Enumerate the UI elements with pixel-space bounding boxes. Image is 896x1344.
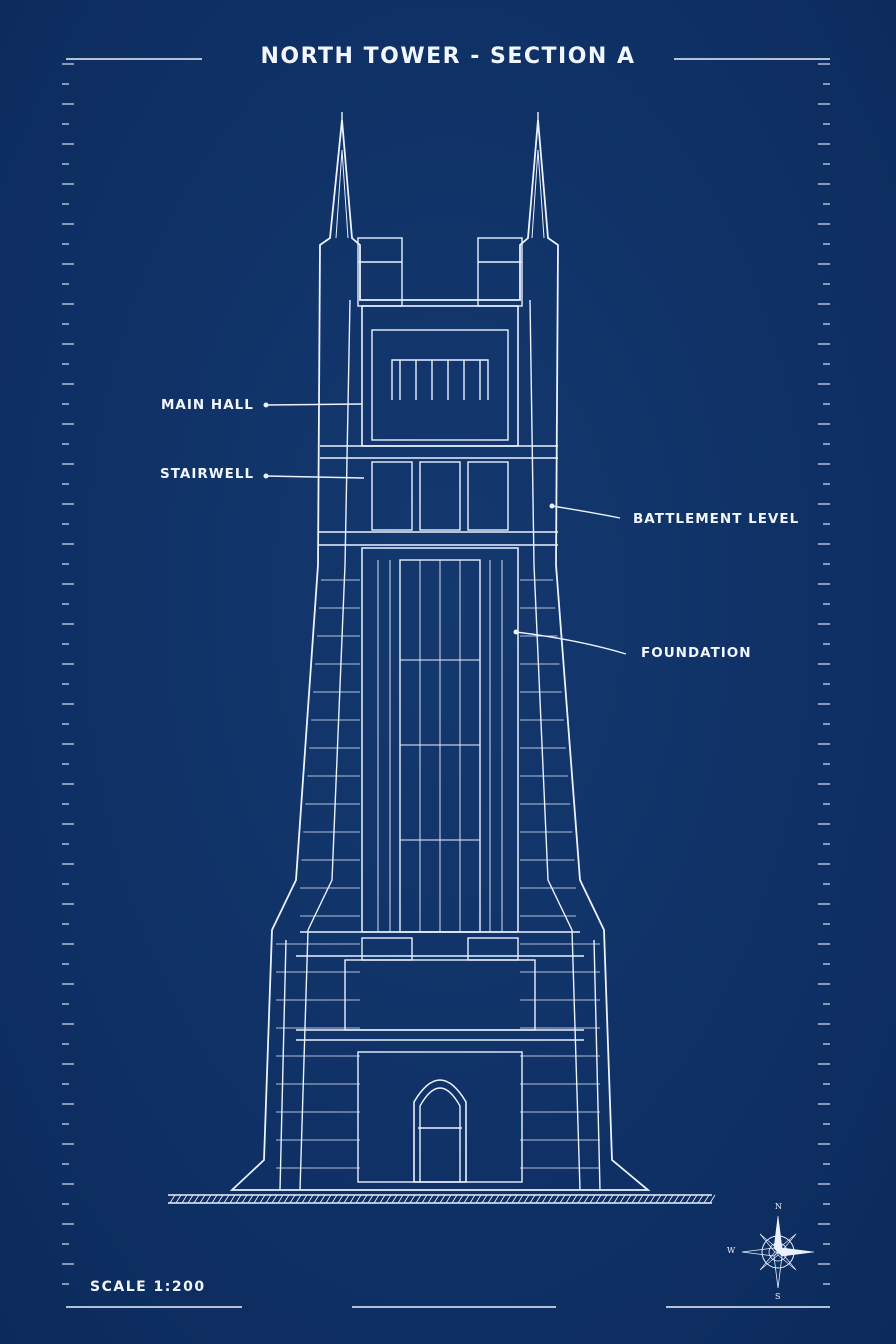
scale-label: SCALE 1:200 xyxy=(90,1279,206,1295)
tower-elevation xyxy=(229,112,651,1191)
leader-stairwell xyxy=(263,473,365,479)
leader-foundation xyxy=(513,629,627,655)
compass-west-label: W xyxy=(727,1246,736,1255)
label-stairwell: STAIRWELL xyxy=(160,466,255,482)
compass-south-label: S xyxy=(775,1292,781,1301)
ground-line xyxy=(168,1194,716,1204)
compass-rose xyxy=(741,1215,815,1289)
leader-main-hall xyxy=(263,402,363,408)
label-battlement-level: BATTLEMENT LEVEL xyxy=(633,511,800,527)
ruler-right xyxy=(818,63,830,1285)
label-foundation: FOUNDATION xyxy=(641,645,752,661)
drawing-title: NORTH TOWER - SECTION A xyxy=(260,44,636,69)
label-main-hall: MAIN HALL xyxy=(161,397,254,413)
leader-battlement-level xyxy=(549,503,621,519)
compass-north-label: N xyxy=(775,1202,782,1211)
ruler-left xyxy=(62,63,74,1285)
